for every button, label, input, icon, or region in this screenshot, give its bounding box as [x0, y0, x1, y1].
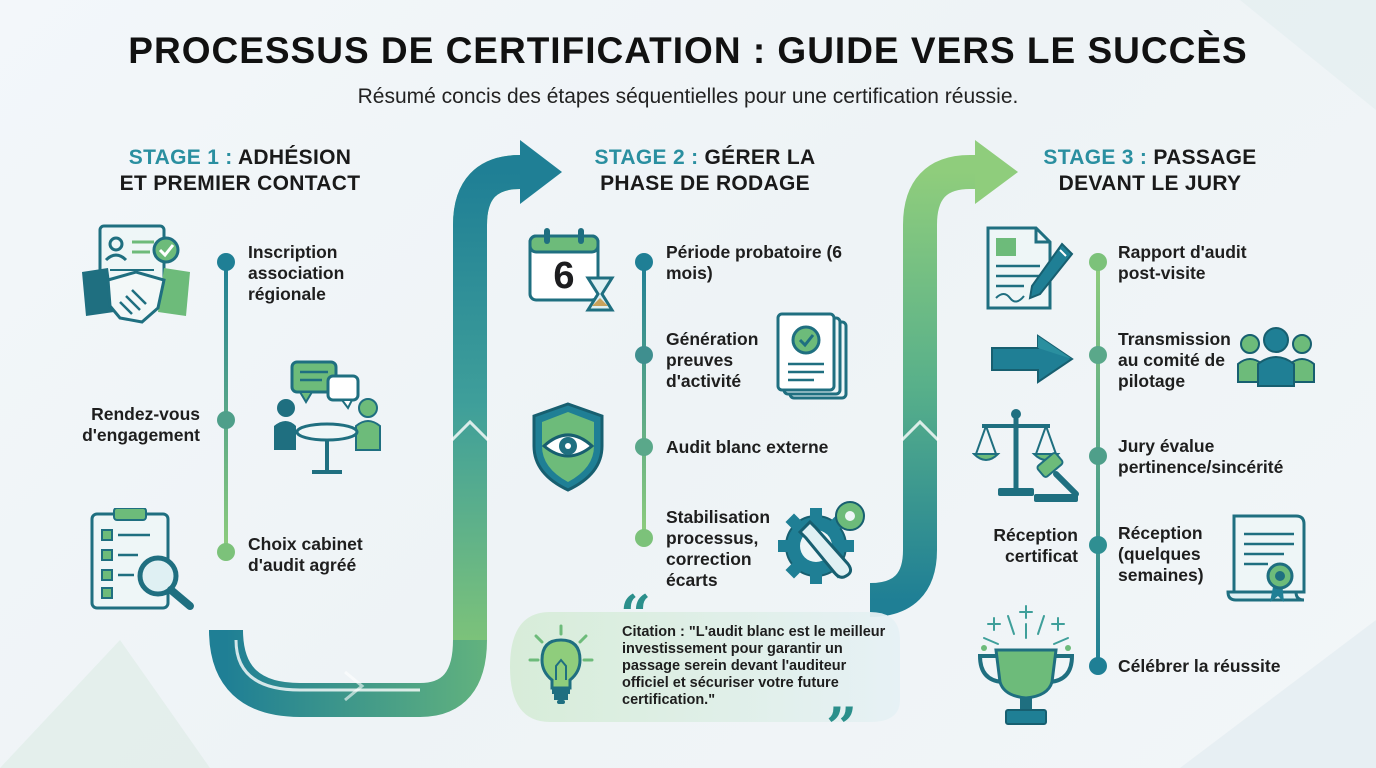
stage-1-step-1: Inscription association régionale	[248, 242, 345, 304]
calendar-hourglass-icon: 6	[528, 228, 618, 314]
stage-1-step-3: Choix cabinet d'audit agréé	[248, 534, 363, 575]
stage-3-title: STAGE 3 : PASSAGE DEVANT LE JURY	[995, 145, 1305, 197]
stage-3-step-1: Rapport d'audit post-visite	[1118, 242, 1247, 283]
stage-3-step-2: Transmission au comité de pilotage	[1118, 329, 1231, 391]
stage-1-title: STAGE 1 : ADHÉSION ET PREMIER CONTACT	[80, 145, 400, 197]
certificate-icon	[1226, 514, 1306, 602]
scales-gavel-icon	[972, 409, 1079, 502]
stage-2-title-line2: PHASE DE RODAGE	[600, 172, 810, 195]
close-quote-icon: ”	[826, 695, 858, 759]
stage-3-step-6: Célébrer la réussite	[1118, 656, 1281, 676]
trophy-icon	[977, 605, 1075, 725]
stage-1-title-line2: ET PREMIER CONTACT	[119, 172, 361, 195]
document-pen-icon	[986, 226, 1074, 310]
stage-2-step-4: Stabilisation processus, correction écar…	[666, 507, 771, 590]
stage-3-title-line1: PASSAGE	[1153, 146, 1257, 169]
stage-3-number: STAGE 3 :	[1043, 146, 1148, 169]
handshake-icon	[82, 224, 190, 324]
open-quote-icon: “	[620, 583, 652, 647]
stage-3-step-5: Réception (quelques semaines)	[1118, 523, 1204, 585]
stage-1-number: STAGE 1 :	[128, 146, 233, 169]
documents-check-icon	[776, 312, 848, 400]
gear-wrench-icon	[778, 501, 865, 584]
team-icon	[1237, 327, 1315, 387]
lightbulb-icon	[528, 624, 594, 704]
stage-2-step-2: Génération preuves d'activité	[666, 329, 759, 391]
stage-3-step-3: Jury évalue pertinence/sincérité	[1118, 436, 1284, 477]
stage-2-step-1: Période probatoire (6 mois)	[666, 242, 843, 283]
page-title: PROCESSUS DE CERTIFICATION : GUIDE VERS …	[128, 30, 1248, 71]
chat-meeting-icon	[274, 360, 381, 474]
stage-3-step-4: Réception certificat	[993, 525, 1078, 566]
stage-3-title-line2: DEVANT LE JURY	[1058, 172, 1242, 195]
calendar-number: 6	[553, 255, 575, 297]
stage-1-step-2: Rendez-vous d'engagement	[82, 404, 200, 445]
stage-2-number: STAGE 2 :	[594, 146, 699, 169]
quote-text: Citation : "L'audit blanc est le meilleu…	[622, 624, 886, 708]
stage-2-title-line1: GÉRER LA	[704, 146, 816, 169]
shield-eye-icon	[532, 402, 604, 492]
page-subtitle: Résumé concis des étapes séquentielles p…	[357, 85, 1019, 108]
stage-2-step-3: Audit blanc externe	[666, 437, 829, 457]
stage-1-title-line1: ADHÉSION	[237, 146, 352, 169]
arrow-right-icon	[991, 334, 1074, 384]
clipboard-search-icon	[90, 508, 194, 610]
stage-2-title: STAGE 2 : GÉRER LA PHASE DE RODAGE	[545, 145, 865, 197]
